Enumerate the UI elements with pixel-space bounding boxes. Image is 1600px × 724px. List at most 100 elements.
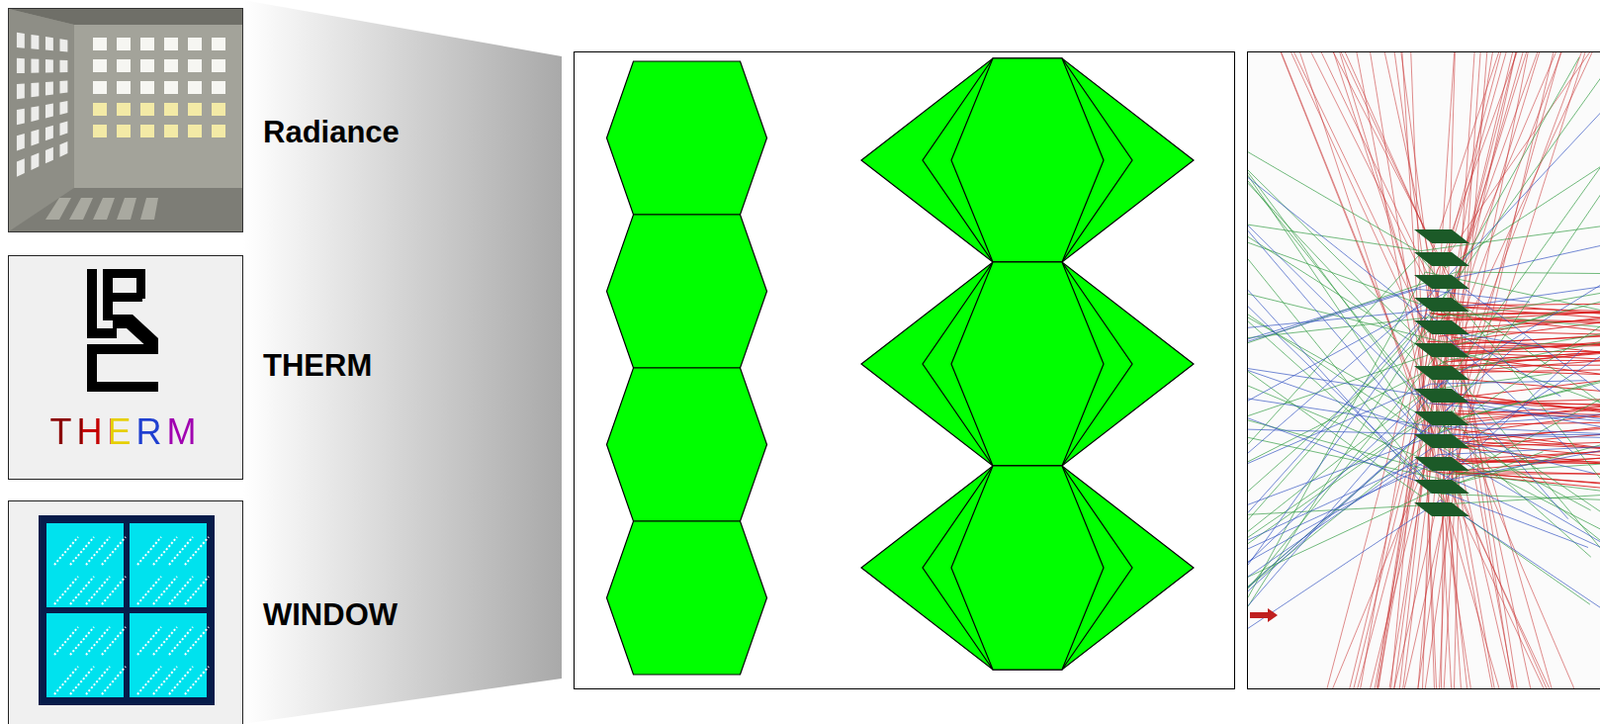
ray-path: [1247, 230, 1600, 584]
ray-path: [1247, 236, 1600, 370]
glass-hatch: [137, 536, 162, 565]
glass-hatch: [101, 536, 126, 565]
ray-path: [1289, 52, 1576, 689]
ray-path: [1299, 52, 1546, 689]
glass-hatch: [70, 576, 94, 605]
glass-hatch: [184, 536, 209, 565]
window-square: [140, 81, 155, 94]
ray-path: [1247, 317, 1600, 425]
glass-hatch: [86, 536, 110, 565]
ray-path: [1247, 378, 1569, 606]
wall-light-patch: [45, 82, 54, 96]
ray-path: [1292, 52, 1513, 689]
zoom-funnel: [243, 0, 562, 724]
ray-path: [1247, 314, 1600, 582]
deformed-hexagon-cell: [861, 465, 1194, 670]
hexagon-cell: [607, 214, 768, 368]
deformed-hexagon-cell: [951, 262, 1104, 466]
ray-path: [1393, 52, 1516, 689]
ray-path: [1247, 89, 1600, 453]
window-pane: [129, 523, 207, 608]
ray-path: [1247, 271, 1600, 344]
ray-path: [1247, 152, 1600, 390]
window-frame: [38, 515, 215, 706]
glass-hatch: [54, 536, 79, 565]
glass-hatch: [54, 666, 79, 695]
window-pane: [46, 613, 124, 698]
window-square: [164, 59, 178, 73]
window-icon: [8, 501, 244, 724]
ray-path: [1247, 445, 1600, 562]
wall-light-patch: [16, 58, 25, 74]
ray-path: [1355, 52, 1501, 689]
wall-light-patch: [16, 83, 25, 99]
wall-light-patch: [59, 121, 68, 137]
wall-light-patch: [45, 59, 54, 73]
wall-light-patch: [45, 125, 54, 142]
ray-path: [1247, 337, 1526, 592]
ray-path: [1247, 114, 1600, 268]
ray-path: [1326, 52, 1593, 689]
window-square: [116, 124, 131, 138]
deformed-hexagon-cell: [922, 465, 1133, 670]
ray-path: [1247, 370, 1543, 496]
ray-path: [1373, 52, 1523, 689]
window-square: [92, 37, 107, 51]
glass-hatch: [70, 666, 94, 695]
floor-light-patch: [69, 197, 93, 220]
window-square: [211, 37, 226, 51]
louver-slat: [1414, 434, 1470, 448]
wall-light-patch: [59, 81, 68, 94]
wall-light-patch: [59, 100, 68, 115]
glass-hatch: [169, 576, 193, 605]
wall-light-patch: [30, 129, 39, 147]
window-square: [187, 81, 202, 94]
wall-light-patch: [16, 133, 25, 152]
window-square: [164, 102, 178, 116]
floor-light-patch: [116, 197, 137, 220]
window-square: [211, 59, 226, 73]
floor-light-patch: [140, 197, 159, 220]
glass-hatch: [153, 626, 178, 655]
window-square: [116, 81, 131, 94]
ray-path: [1369, 52, 1472, 689]
wall-light-patch: [30, 58, 39, 73]
window-square: [164, 37, 178, 51]
louver-slat: [1414, 411, 1470, 426]
tool-name: THERM: [263, 348, 372, 384]
window-square: [211, 81, 226, 94]
window-square: [140, 59, 155, 73]
glass-hatch: [86, 666, 110, 695]
ray-path: [1247, 170, 1600, 620]
window-square: [140, 124, 155, 138]
wall-light-patch: [45, 147, 54, 165]
glass-hatch: [70, 536, 94, 565]
louver-slat: [1414, 479, 1470, 494]
ray-path: [1247, 175, 1600, 445]
glass-hatch: [153, 536, 178, 565]
deformed-hexagon-cell: [861, 58, 1194, 263]
ray-path: [1247, 303, 1600, 495]
ray-path: [1452, 358, 1600, 361]
glass-hatch: [169, 626, 193, 655]
wall-light-patch: [30, 153, 39, 171]
louver-slat: [1414, 320, 1470, 335]
glass-hatch: [184, 626, 209, 655]
ray-path: [1247, 321, 1600, 549]
deformed-hexagon-cell: [922, 262, 1133, 466]
wall-light-patch: [45, 103, 54, 119]
tool-name: Radiance: [263, 114, 400, 151]
wall-light-patch: [59, 141, 68, 158]
glass-hatch: [153, 576, 178, 605]
ray-trace-panel: [1247, 13, 1600, 693]
louver-slat: [1414, 229, 1470, 244]
glass-hatch: [54, 576, 79, 605]
ray-path: [1247, 372, 1600, 588]
wall-light-patch: [16, 158, 25, 177]
ray-path: [1247, 462, 1600, 552]
glass-hatch: [86, 576, 110, 605]
lbl-logo: [87, 268, 159, 392]
louver-slat: [1414, 456, 1470, 471]
